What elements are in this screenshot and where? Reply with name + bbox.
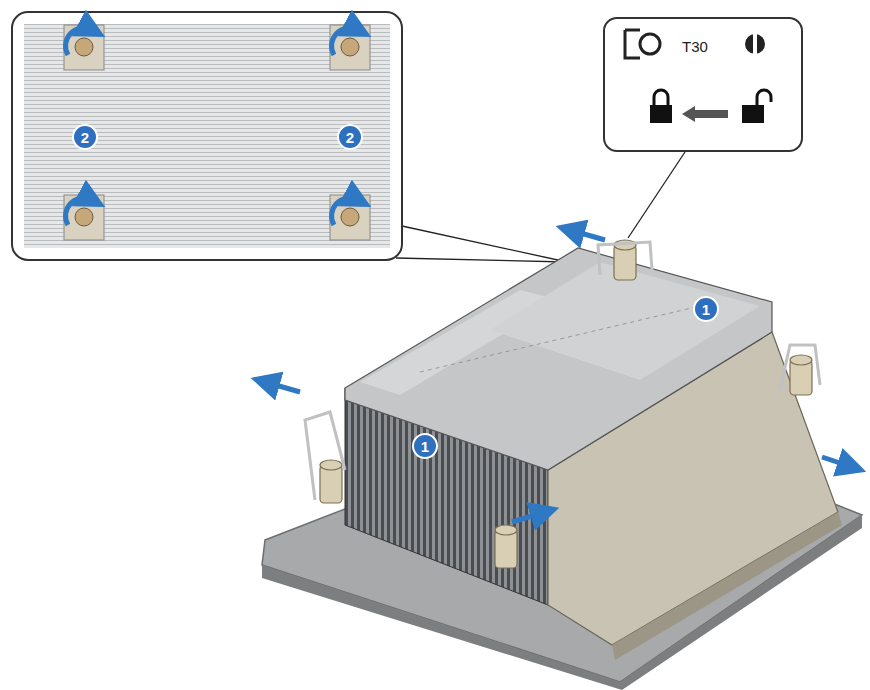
callout-number: 2 [346, 130, 354, 145]
callout-number: 1 [421, 439, 429, 454]
callout-number: 1 [702, 302, 710, 317]
tool-info-box: T30 [603, 17, 803, 152]
tool-size-text: T30 [682, 38, 708, 55]
callout-number: 2 [81, 130, 89, 145]
